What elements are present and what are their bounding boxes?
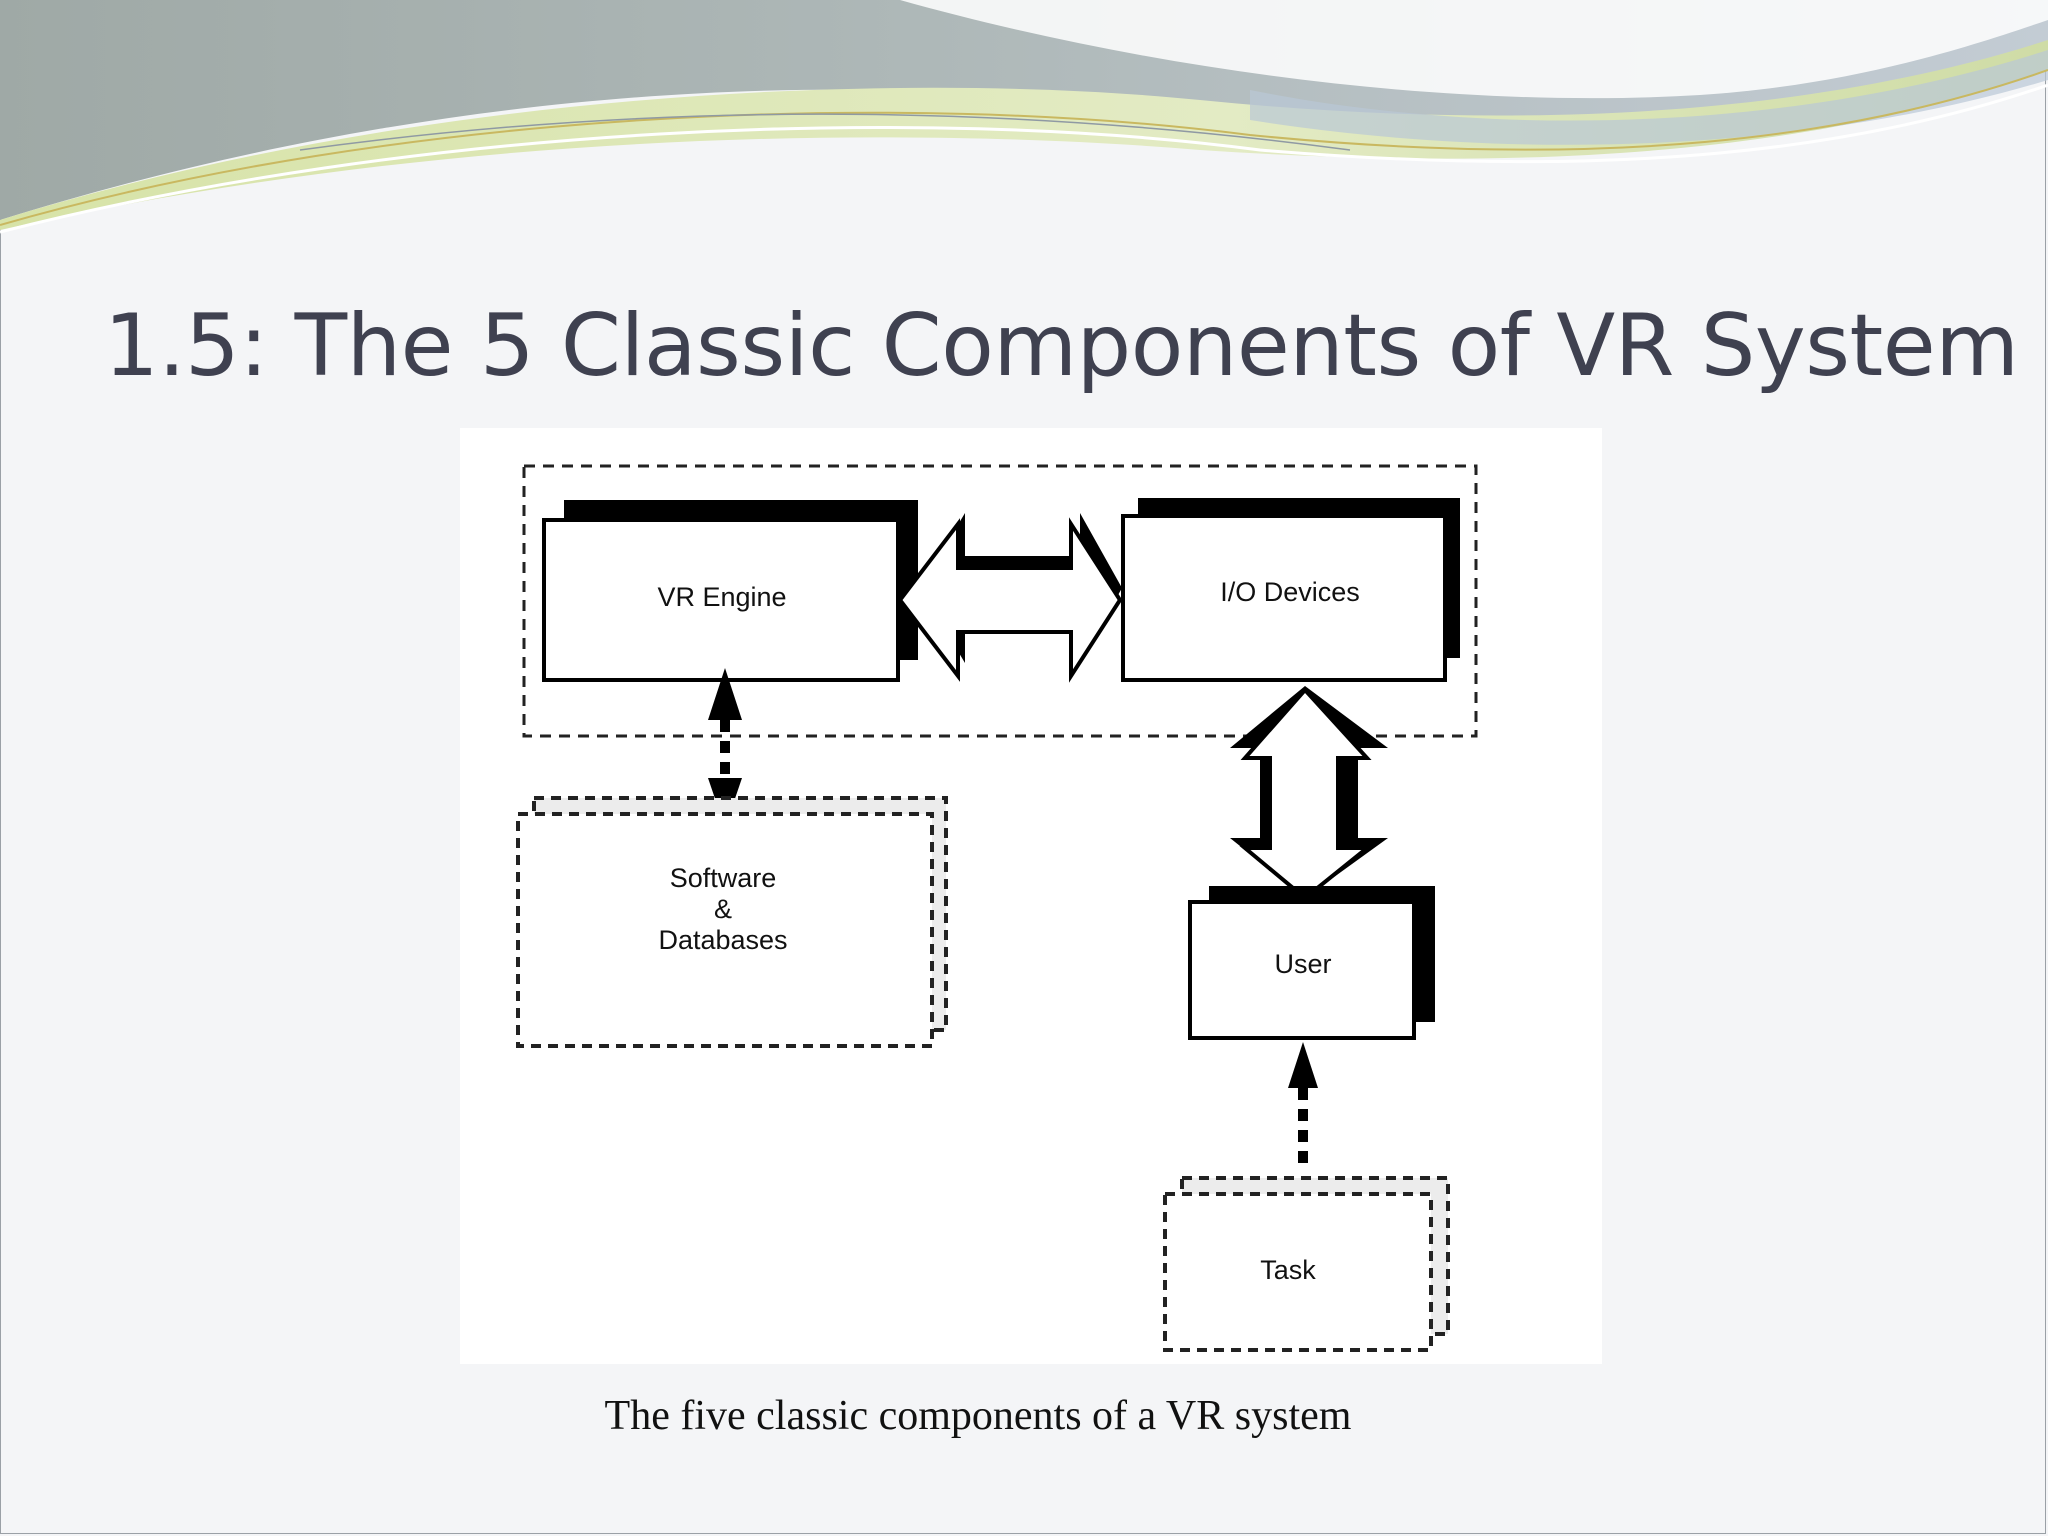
task-box: Task [1163, 1176, 1450, 1352]
figure-caption: The five classic components of a VR syst… [604, 1393, 1352, 1439]
software-databases-box: Software & Databases [516, 796, 948, 1048]
io-user-double-arrow [1230, 686, 1388, 901]
user-label: User [1274, 949, 1331, 979]
user-box: User [1188, 886, 1435, 1040]
system-group-outline [522, 464, 1478, 738]
software-label-line1: Software [670, 863, 777, 893]
vr-components-diagram: VR Engine I/O Devices Software & Databas… [516, 464, 1478, 1352]
figure-panel: VR Engine I/O Devices Software & Databas… [460, 428, 1602, 1364]
vr-engine-box: VR Engine [542, 500, 918, 682]
software-label-line3: Databases [658, 925, 787, 955]
slide-title: 1.5: The 5 Classic Components of VR Syst… [104, 296, 2019, 396]
software-label-line2: & [714, 894, 732, 924]
task-label: Task [1260, 1255, 1316, 1285]
task-user-dashed-arrow [1288, 1042, 1318, 1170]
vr-engine-label: VR Engine [657, 582, 786, 612]
io-devices-box: I/O Devices [1121, 498, 1460, 682]
io-devices-label: I/O Devices [1220, 577, 1360, 607]
header-wave-decoration [0, 0, 2048, 234]
engine-io-double-arrow [897, 513, 1123, 683]
